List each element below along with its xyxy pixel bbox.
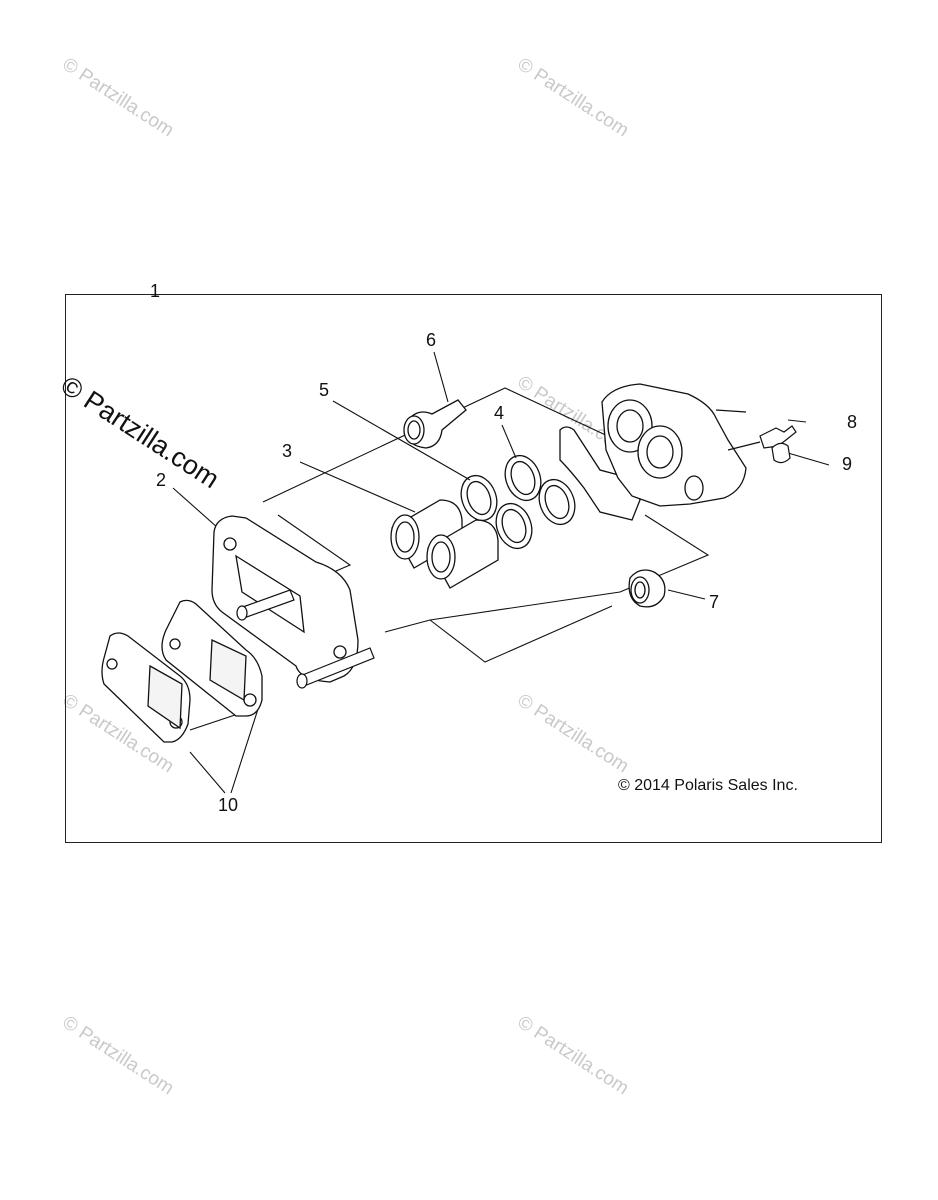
seals <box>460 454 576 550</box>
callout-4: 4 <box>494 403 505 423</box>
callout-2: 2 <box>156 470 167 490</box>
caliper-body <box>559 383 761 521</box>
callout-3: 3 <box>282 441 293 461</box>
callout-1: 1 <box>150 281 161 301</box>
bleeder-parts <box>759 425 797 464</box>
callout-8: 8 <box>847 412 858 432</box>
boots <box>403 399 666 608</box>
callout-9: 9 <box>842 454 853 474</box>
brake-pads <box>101 599 263 743</box>
callout-6: 6 <box>426 330 437 350</box>
copyright-notice: © 2014 Polaris Sales Inc. <box>618 777 798 794</box>
callout-5: 5 <box>319 380 330 400</box>
pistons <box>390 499 499 589</box>
callout-10: 10 <box>218 795 239 815</box>
diagram-frame <box>65 294 882 843</box>
bracket-pins <box>236 589 375 689</box>
leader-lines <box>172 351 830 794</box>
callout-7: 7 <box>709 592 720 612</box>
